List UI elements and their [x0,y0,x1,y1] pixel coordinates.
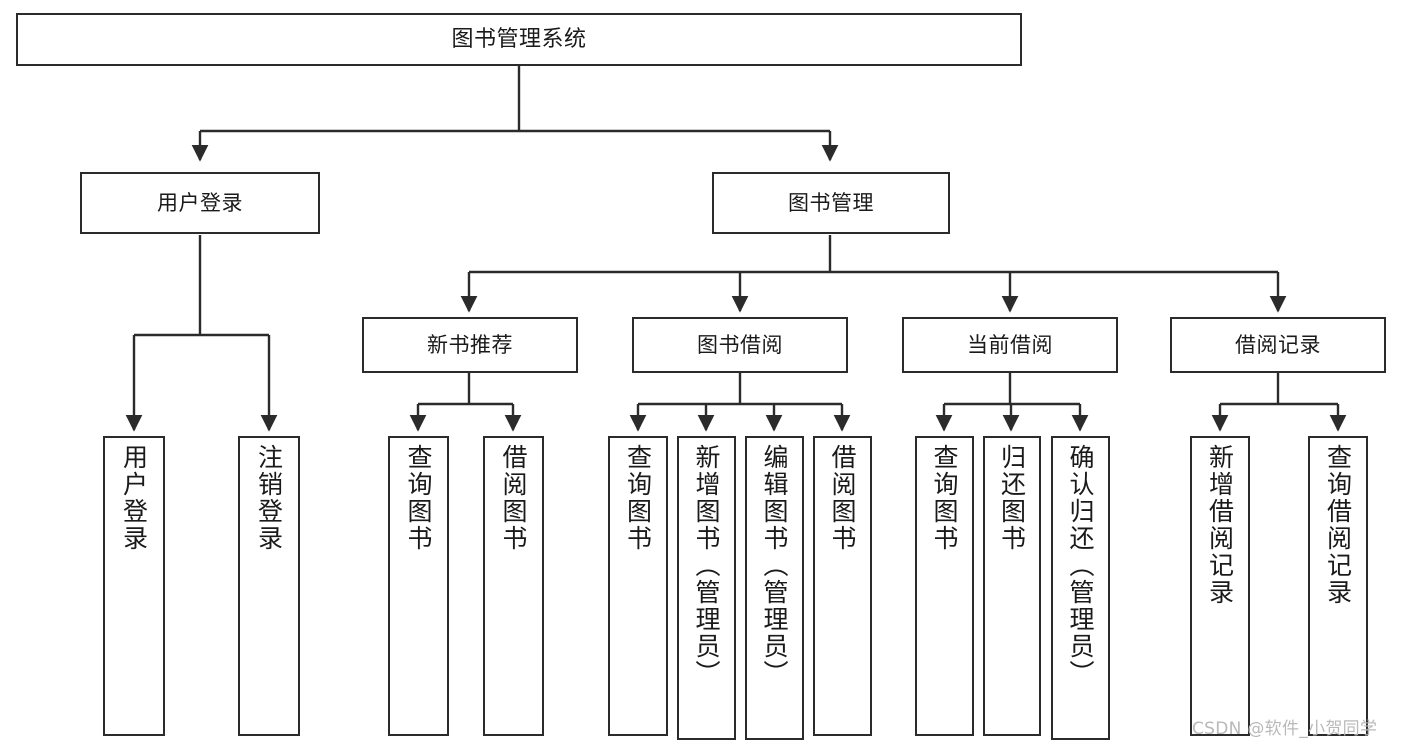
node-label: 查询图书 [404,444,433,552]
leaf-add-borrow-record[interactable]: 新增借阅记录 [1190,436,1250,736]
node-label: 查询图书 [623,444,653,552]
node-label: 借阅图书 [499,444,528,552]
node-label: 注销登录 [254,444,284,552]
node-book-manage[interactable]: 图书管理 [712,172,950,234]
node-root-system[interactable]: 图书管理系统 [16,13,1022,66]
leaf-add-book[interactable]: 新增图书（管理员） [677,436,736,740]
node-label: 借阅图书 [828,444,857,552]
leaf-confirm-return[interactable]: 确认归还（管理员） [1051,436,1110,740]
leaf-edit-book[interactable]: 编辑图书（管理员） [745,436,804,740]
leaf-query-book-1[interactable]: 查询图书 [388,436,449,736]
leaf-borrow-book-2[interactable]: 借阅图书 [813,436,872,736]
node-book-borrow[interactable]: 图书借阅 [632,317,848,373]
node-label: 图书管理系统 [451,26,587,52]
node-user-login[interactable]: 用户登录 [80,172,320,234]
leaf-borrow-book-1[interactable]: 借阅图书 [483,436,544,736]
node-new-book-recommend[interactable]: 新书推荐 [362,317,578,373]
node-label: 图书借阅 [697,332,783,357]
watermark: CSDN @软件_小贺同学 [1192,719,1378,739]
node-label: 确认归还（管理员） [1066,444,1095,687]
node-label: 查询图书 [930,444,959,552]
node-label: 编辑图书（管理员） [760,444,789,687]
leaf-query-book-3[interactable]: 查询图书 [915,436,974,736]
node-label: 借阅记录 [1235,332,1321,357]
leaf-return-book[interactable]: 归还图书 [983,436,1041,736]
node-label: 新书推荐 [427,332,513,357]
leaf-query-borrow-record[interactable]: 查询借阅记录 [1308,436,1368,736]
node-label: 归还图书 [997,444,1027,552]
node-label: 图书管理 [788,190,874,215]
node-label: 当前借阅 [967,332,1053,357]
node-label: 用户登录 [119,444,149,552]
node-label: 新增图书（管理员） [692,444,721,687]
leaf-logout[interactable]: 注销登录 [238,436,300,736]
node-label: 新增借阅记录 [1205,444,1235,606]
node-borrow-record[interactable]: 借阅记录 [1170,317,1386,373]
node-current-borrow[interactable]: 当前借阅 [902,317,1118,373]
node-label: 查询借阅记录 [1323,444,1353,606]
leaf-user-login[interactable]: 用户登录 [103,436,165,736]
leaf-query-book-2[interactable]: 查询图书 [608,436,668,736]
node-label: 用户登录 [157,190,243,215]
